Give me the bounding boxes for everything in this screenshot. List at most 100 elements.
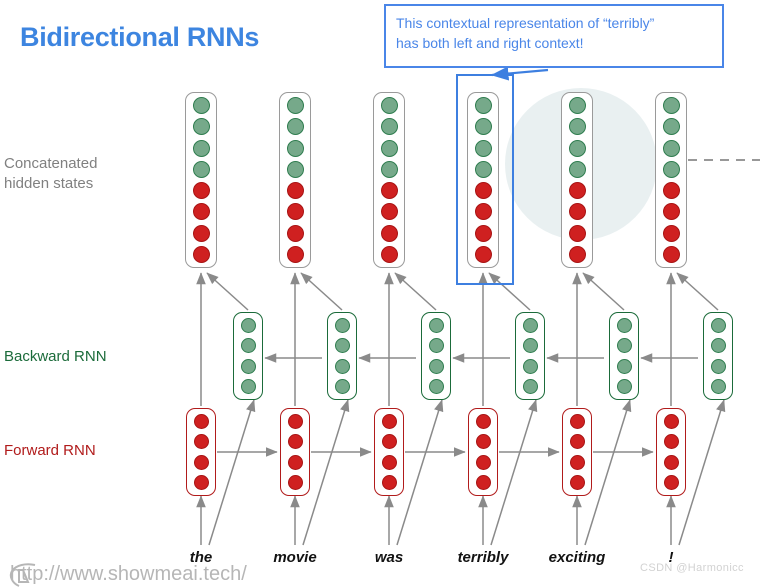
terribly-highlight-box[interactable]: [456, 74, 514, 285]
unit-red: [287, 434, 303, 450]
concat-box[interactable]: [373, 92, 405, 268]
forward-units: [563, 409, 591, 495]
unit-red: [286, 245, 304, 263]
unit-red: [475, 434, 491, 450]
unit-green: [286, 160, 304, 178]
backward-rnn-box[interactable]: [515, 312, 545, 400]
unit-green: [662, 160, 680, 178]
unit-green: [568, 160, 586, 178]
unit-green: [522, 378, 538, 394]
forward-rnn-box[interactable]: [374, 408, 404, 496]
unit-green: [240, 338, 256, 354]
unit-green: [380, 139, 398, 157]
unit-green: [240, 378, 256, 394]
label-concatenated-hidden-states: Concatenated hidden states: [4, 155, 98, 192]
unit-green: [192, 160, 210, 178]
unit-red: [569, 454, 585, 470]
concat-box[interactable]: [655, 92, 687, 268]
unit-red: [287, 454, 303, 470]
watermark-url: http://www.showmeai.tech/: [10, 563, 247, 585]
unit-green: [616, 358, 632, 374]
backward-rnn-box[interactable]: [609, 312, 639, 400]
backward-units: [516, 313, 544, 399]
unit-red: [569, 434, 585, 450]
unit-red: [286, 203, 304, 221]
label-backward-rnn: Backward RNN: [4, 348, 107, 365]
unit-red: [192, 245, 210, 263]
forward-units: [375, 409, 403, 495]
unit-red: [568, 245, 586, 263]
unit-green: [334, 338, 350, 354]
unit-green: [710, 358, 726, 374]
unit-red: [663, 454, 679, 470]
unit-red: [193, 434, 209, 450]
watermark-csdn: CSDN @Harmonicc: [640, 562, 744, 574]
unit-red: [475, 454, 491, 470]
concat-units: [374, 93, 404, 267]
unit-green: [662, 139, 680, 157]
concat-box-highlighted[interactable]: [467, 92, 499, 268]
concat-units: [656, 93, 686, 267]
unit-red: [663, 474, 679, 490]
unit-green: [616, 318, 632, 334]
unit-red: [662, 203, 680, 221]
unit-green: [240, 358, 256, 374]
unit-red: [381, 454, 397, 470]
unit-red: [474, 203, 492, 221]
unit-green: [710, 318, 726, 334]
unit-green: [710, 338, 726, 354]
forward-rnn-box[interactable]: [562, 408, 592, 496]
input-word: !: [668, 549, 674, 566]
backward-units: [328, 313, 356, 399]
unit-red: [193, 474, 209, 490]
forward-rnn-box[interactable]: [468, 408, 498, 496]
forward-units: [281, 409, 309, 495]
concat-box[interactable]: [279, 92, 311, 268]
unit-red: [474, 224, 492, 242]
unit-red: [569, 414, 585, 430]
concat-units: [186, 93, 216, 267]
backward-rnn-box[interactable]: [327, 312, 357, 400]
unit-red: [568, 224, 586, 242]
concat-units: [562, 93, 592, 267]
unit-red: [381, 414, 397, 430]
unit-green: [662, 118, 680, 136]
unit-green: [568, 139, 586, 157]
input-word: was: [374, 549, 404, 566]
forward-rnn-box[interactable]: [186, 408, 216, 496]
forward-rnn-box[interactable]: [656, 408, 686, 496]
unit-green: [616, 338, 632, 354]
concat-box[interactable]: [561, 92, 593, 268]
unit-green: [522, 318, 538, 334]
concat-box[interactable]: [185, 92, 217, 268]
forward-rnn-box[interactable]: [280, 408, 310, 496]
forward-units: [187, 409, 215, 495]
page-title: Bidirectional RNNs: [20, 22, 260, 52]
unit-green: [286, 139, 304, 157]
backward-rnn-box[interactable]: [421, 312, 451, 400]
unit-green: [616, 378, 632, 394]
unit-red: [193, 414, 209, 430]
unit-red: [475, 474, 491, 490]
unit-green: [286, 97, 304, 115]
backward-rnn-box[interactable]: [233, 312, 263, 400]
unit-green: [428, 378, 444, 394]
unit-red: [662, 245, 680, 263]
unit-green: [522, 358, 538, 374]
unit-red: [662, 182, 680, 200]
callout-box[interactable]: This contextual representation of “terri…: [384, 4, 724, 68]
unit-green: [474, 160, 492, 178]
unit-red: [380, 203, 398, 221]
unit-green: [522, 338, 538, 354]
unit-red: [192, 224, 210, 242]
backward-units: [422, 313, 450, 399]
unit-red: [193, 454, 209, 470]
input-word: the: [189, 549, 213, 566]
backward-rnn-box[interactable]: [703, 312, 733, 400]
backward-units: [610, 313, 638, 399]
unit-red: [192, 203, 210, 221]
unit-green: [192, 118, 210, 136]
input-word: movie: [273, 549, 317, 566]
